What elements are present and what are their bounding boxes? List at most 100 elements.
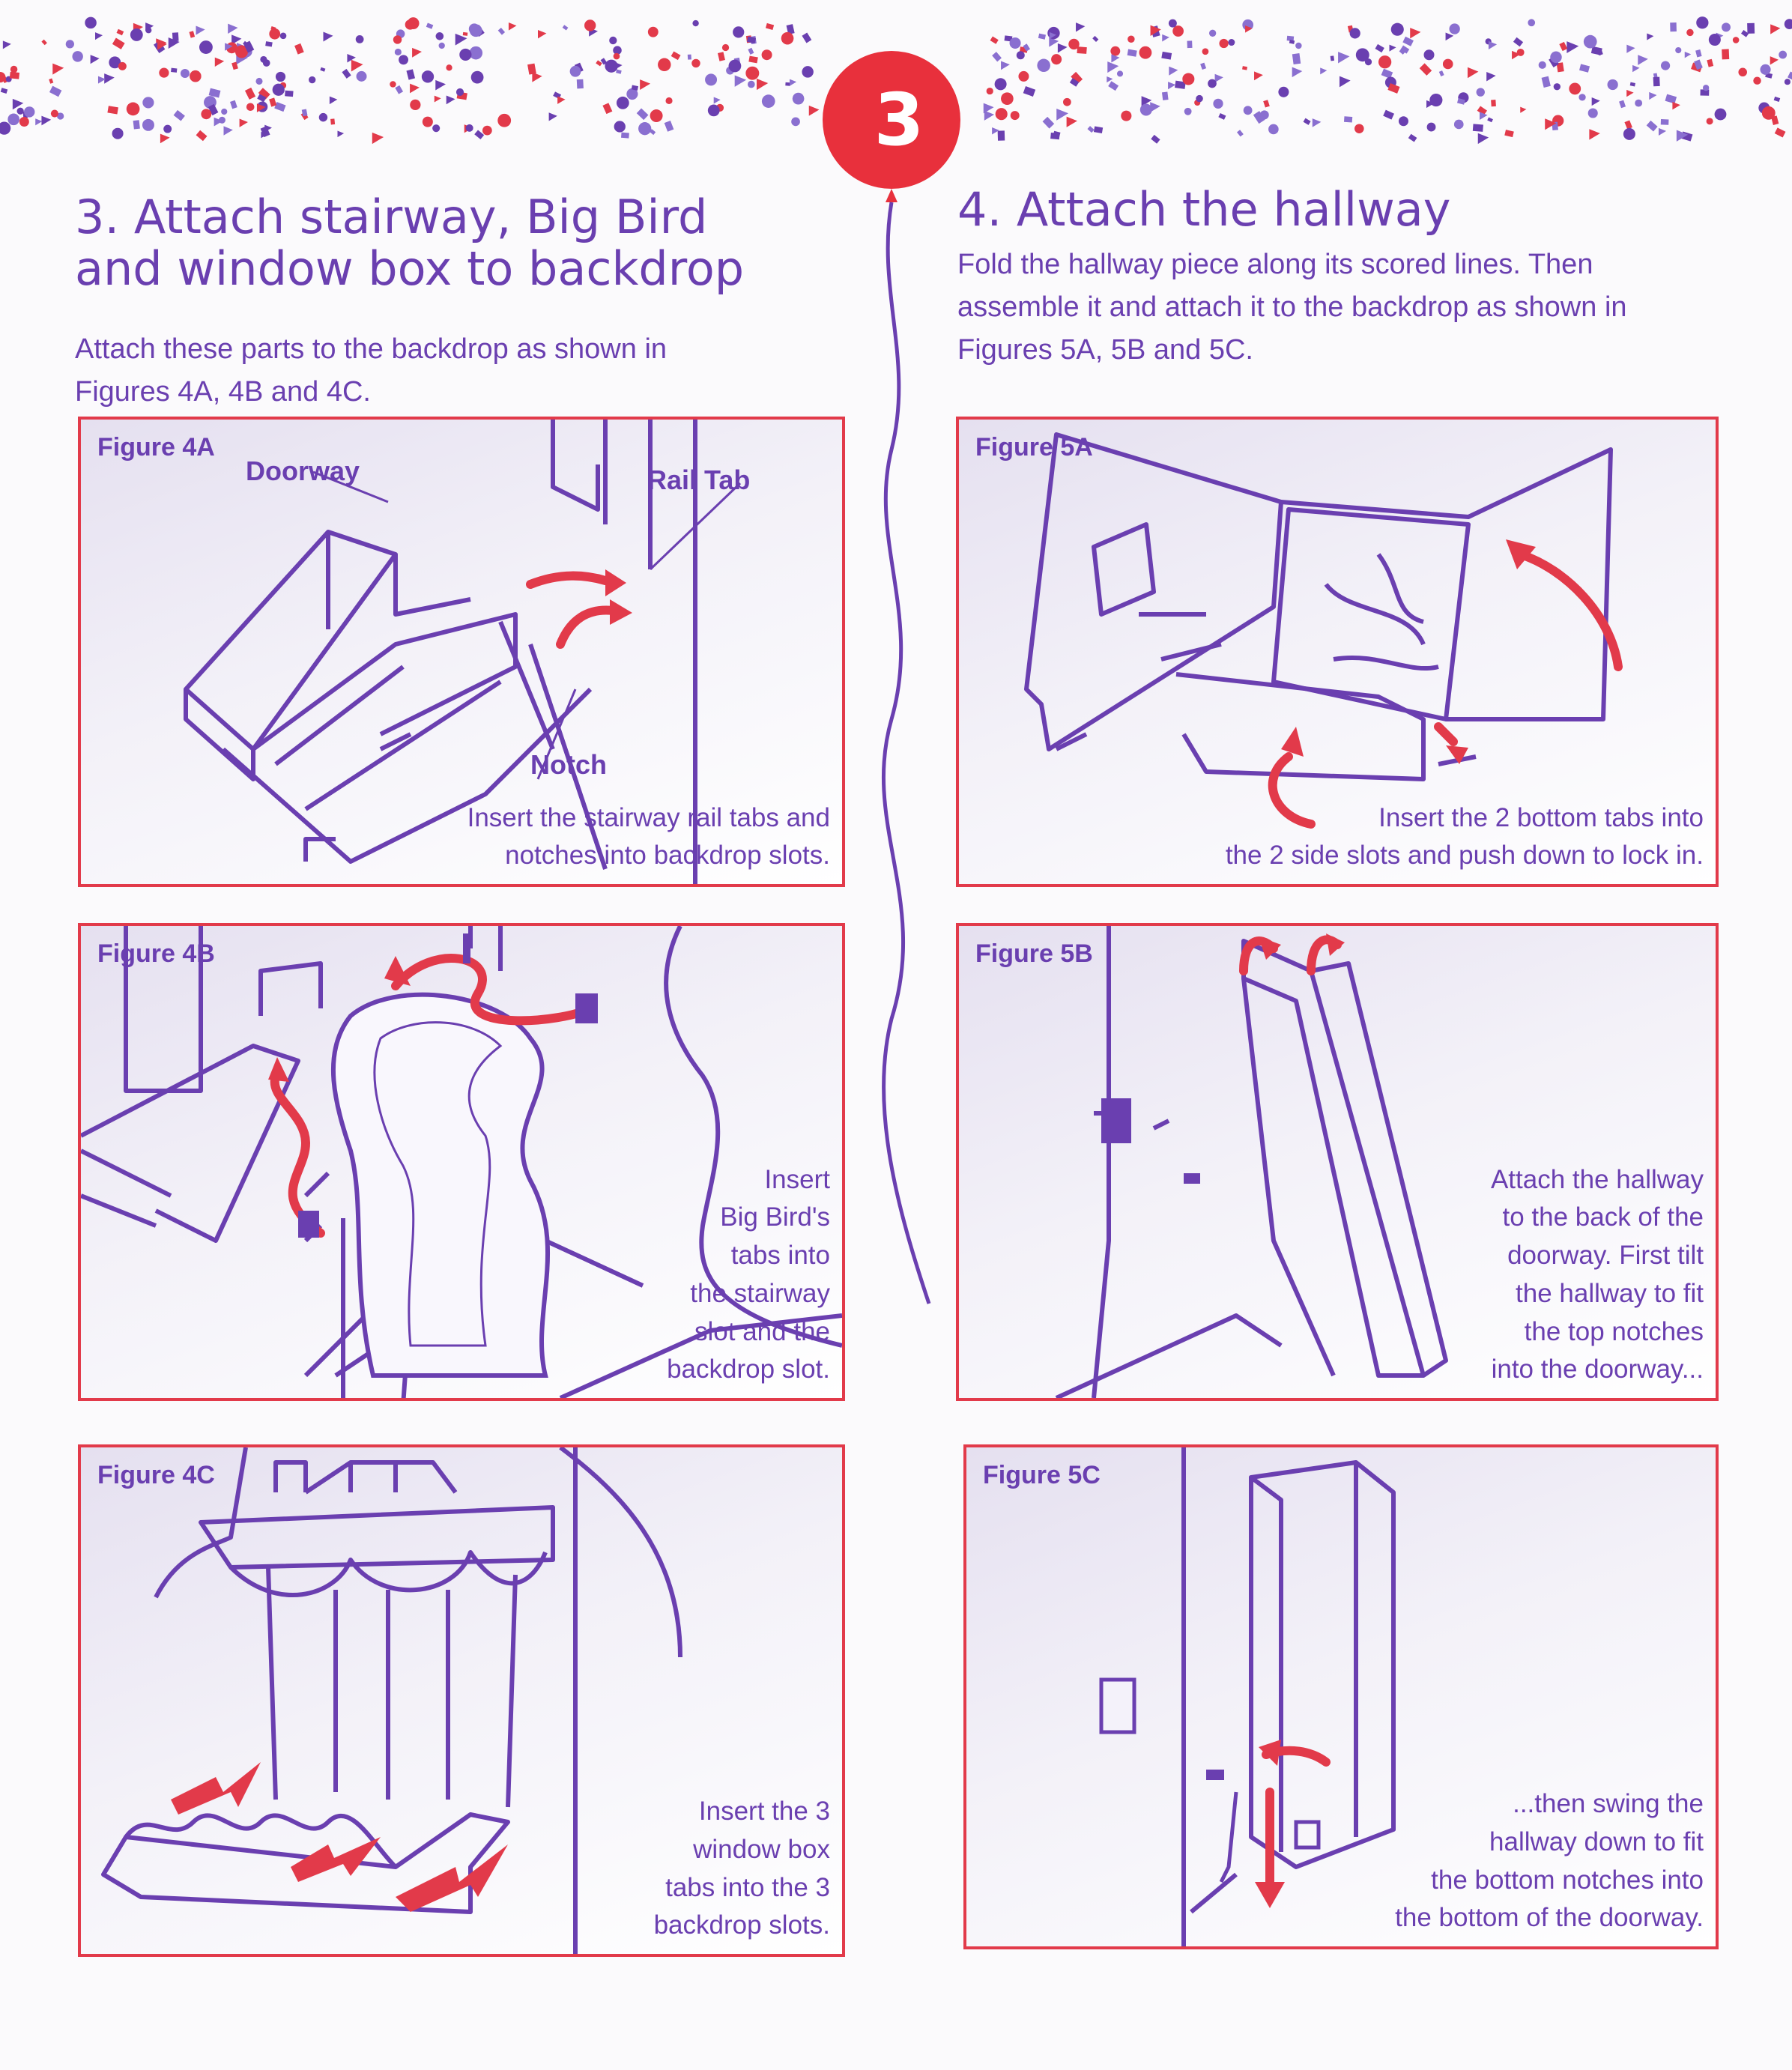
- confetti-piece: [532, 72, 542, 82]
- figure-4c-label: Figure 4C: [97, 1461, 215, 1489]
- confetti-piece: [50, 109, 58, 118]
- confetti-piece: [35, 118, 43, 126]
- confetti-piece: [1512, 50, 1521, 60]
- confetti-piece: [733, 26, 745, 38]
- confetti-piece: [1243, 106, 1253, 115]
- confetti-piece: [1623, 127, 1635, 140]
- confetti-piece: [1161, 91, 1169, 100]
- confetti-piece: [347, 54, 356, 63]
- confetti-piece: [90, 55, 100, 64]
- figure-4a-label: Figure 4A: [97, 433, 215, 461]
- confetti-piece: [159, 67, 169, 78]
- confetti-piece: [269, 28, 281, 40]
- confetti-piece: [748, 47, 754, 55]
- confetti-piece: [802, 66, 814, 78]
- confetti-piece: [1111, 54, 1120, 63]
- confetti-piece: [1184, 107, 1192, 115]
- confetti-piece: [1259, 110, 1269, 120]
- confetti-piece: [406, 69, 416, 80]
- confetti-piece: [602, 103, 613, 115]
- confetti-piece: [1150, 102, 1160, 112]
- confetti-piece: [658, 58, 671, 72]
- confetti-piece: [234, 45, 249, 58]
- confetti-piece: [1675, 46, 1682, 54]
- confetti-piece: [745, 66, 760, 80]
- confetti-piece: [1624, 120, 1632, 130]
- confetti-piece: [584, 19, 596, 31]
- confetti-piece: [173, 109, 185, 121]
- confetti-piece: [665, 97, 673, 105]
- confetti-piece: [104, 73, 115, 84]
- confetti-piece: [1063, 97, 1071, 106]
- confetti-piece: [1087, 126, 1095, 133]
- figure-5a-caption: Insert the 2 bottom tabs into the 2 side…: [1225, 802, 1704, 871]
- confetti-piece: [1161, 51, 1172, 60]
- confetti-piece: [274, 102, 286, 112]
- confetti-piece: [671, 51, 681, 61]
- confetti-piece: [294, 43, 304, 55]
- confetti-piece: [1686, 28, 1694, 37]
- confetti-piece: [1168, 19, 1177, 28]
- confetti-piece: [393, 35, 402, 44]
- confetti-piece: [631, 85, 639, 91]
- confetti-piece: [1438, 70, 1444, 76]
- figure-4b-caption: Insert Big Bird's tabs into the stairway…: [667, 1164, 830, 1384]
- hallway-swing-illustration: [1099, 1447, 1396, 1946]
- confetti-piece: [1139, 46, 1152, 59]
- confetti-piece: [142, 97, 154, 109]
- confetti-piece: [1242, 66, 1247, 70]
- confetti-piece: [508, 22, 517, 31]
- confetti-piece: [1349, 28, 1360, 39]
- confetti-piece: [208, 103, 219, 116]
- confetti-piece: [636, 108, 649, 121]
- confetti-piece: [1187, 40, 1193, 49]
- confetti-piece: [1788, 71, 1792, 82]
- confetti-piece: [231, 61, 238, 70]
- confetti-piece: [1150, 25, 1161, 36]
- confetti-piece: [728, 59, 742, 73]
- confetti-piece: [214, 117, 223, 127]
- figure-4b-label: Figure 4B: [97, 939, 215, 968]
- confetti-piece: [1567, 41, 1579, 54]
- confetti-piece: [1696, 16, 1709, 29]
- confetti-piece: [330, 118, 336, 125]
- confetti-piece: [24, 106, 35, 118]
- confetti-piece: [1722, 22, 1731, 32]
- confetti-piece: [109, 56, 121, 69]
- confetti-piece: [614, 121, 626, 133]
- confetti-piece: [356, 70, 367, 82]
- confetti-piece: [1410, 28, 1421, 39]
- confetti-piece: [1402, 36, 1414, 46]
- confetti-piece: [1208, 29, 1217, 37]
- confetti-piece: [351, 59, 363, 72]
- confetti-piece: [1423, 49, 1435, 61]
- confetti-piece: [1784, 19, 1792, 29]
- confetti-piece: [438, 42, 445, 49]
- confetti-piece: [1607, 79, 1618, 91]
- confetti-piece: [1706, 118, 1713, 125]
- confetti-piece: [1069, 78, 1080, 87]
- figure-5a-panel: Figure 5A Insert the 2 bottom tabs into …: [956, 417, 1719, 887]
- confetti-piece: [421, 70, 435, 83]
- confetti-piece: [258, 88, 270, 100]
- confetti-piece: [1312, 118, 1322, 127]
- confetti-piece: [355, 35, 364, 43]
- confetti-piece: [190, 70, 202, 82]
- confetti-piece: [1589, 129, 1600, 140]
- confetti-piece: [1408, 133, 1417, 142]
- confetti-piece: [1761, 106, 1776, 120]
- confetti-piece: [434, 95, 441, 103]
- confetti-piece: [1338, 52, 1350, 64]
- confetti-piece: [239, 118, 248, 127]
- confetti-piece: [318, 112, 328, 122]
- confetti-piece: [1093, 126, 1104, 134]
- confetti-piece: [1389, 44, 1396, 52]
- confetti-piece: [1068, 38, 1080, 50]
- confetti-piece: [309, 76, 316, 84]
- confetti-piece: [1042, 116, 1055, 129]
- confetti-piece: [1779, 50, 1788, 59]
- confetti-piece: [1051, 54, 1062, 65]
- confetti-piece: [1771, 115, 1779, 125]
- confetti-piece: [223, 126, 233, 136]
- confetti-piece: [1399, 48, 1405, 55]
